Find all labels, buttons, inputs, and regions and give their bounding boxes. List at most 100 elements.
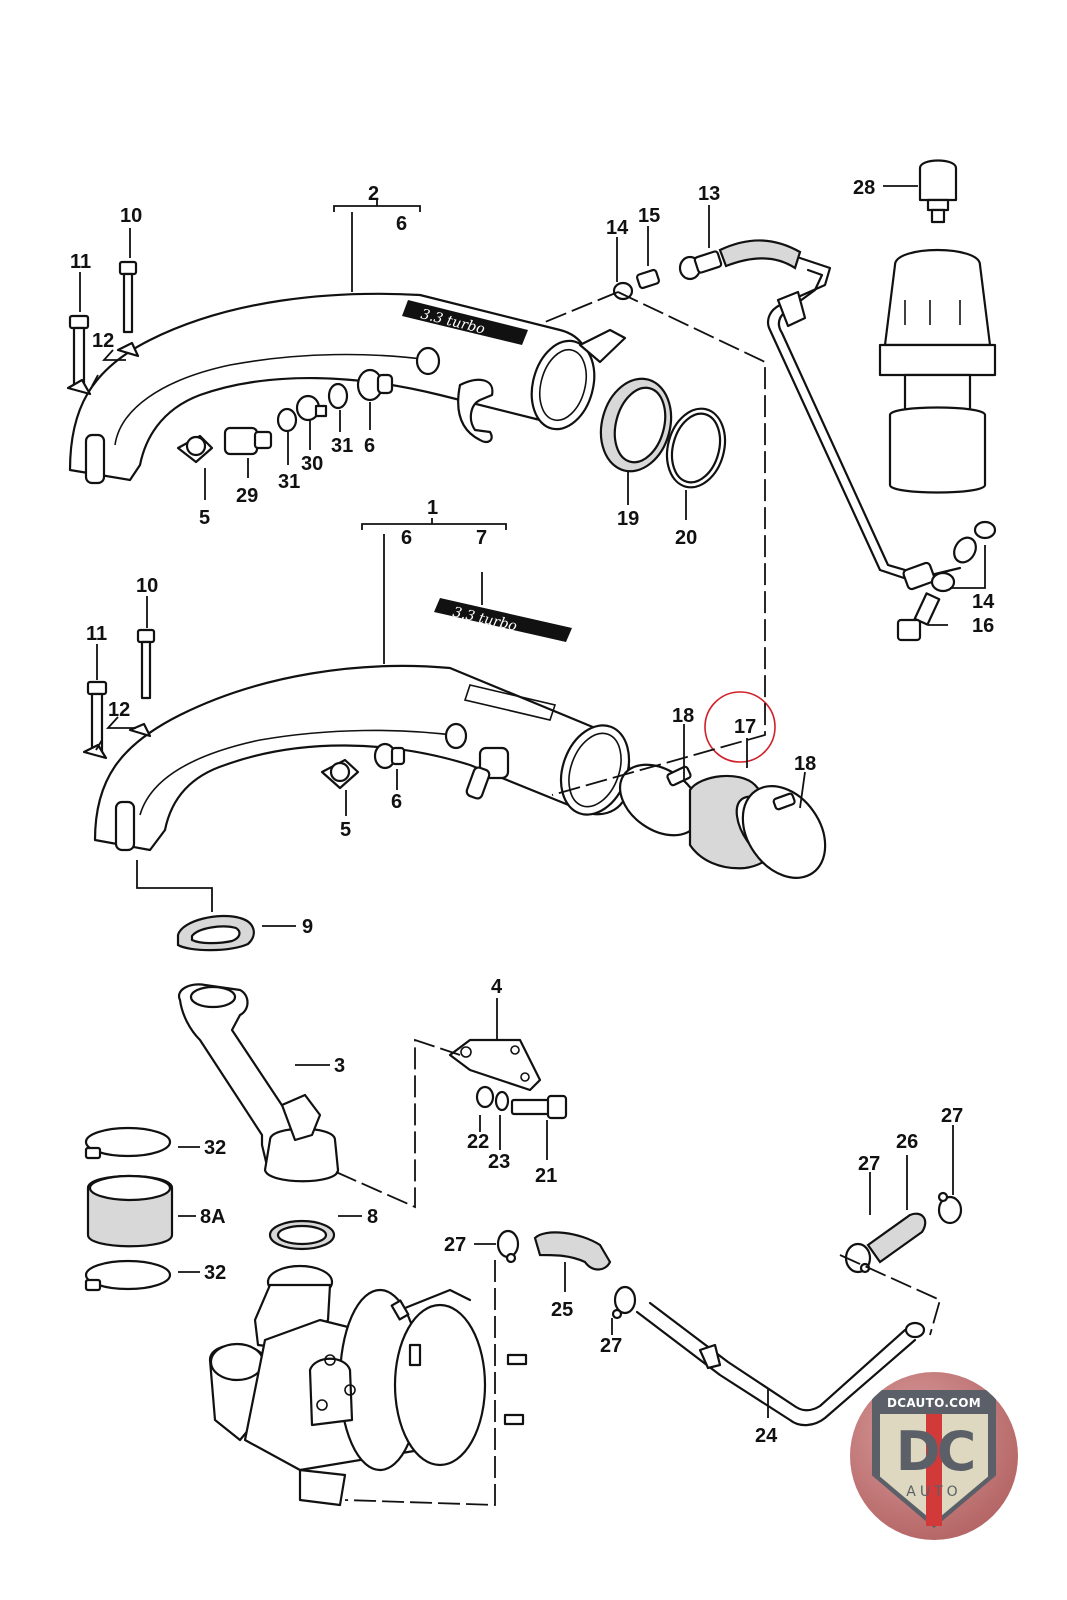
fitting-lower[interactable] (444, 722, 468, 750)
gasket-9[interactable] (176, 914, 255, 952)
sensor-5-upper[interactable] (176, 434, 214, 464)
clamp-27a[interactable] (496, 1229, 520, 1264)
callout-18-right[interactable]: 18 (794, 753, 816, 775)
callout-18-left[interactable]: 18 (672, 705, 694, 727)
washer-31a[interactable] (276, 407, 298, 433)
callout-4[interactable]: 4 (491, 976, 503, 998)
washer-14-upper[interactable] (612, 281, 634, 301)
breather-cap-28[interactable] (918, 159, 958, 224)
washer-12a-lower[interactable] (82, 743, 108, 760)
bolt-10-upper[interactable] (118, 260, 138, 334)
callout-9[interactable]: 9 (302, 916, 313, 938)
adapter-29[interactable] (223, 426, 273, 456)
callout-10-lower[interactable]: 10 (136, 575, 158, 597)
callout-11-lower[interactable]: 11 (86, 623, 107, 645)
callout-25[interactable]: 25 (551, 1299, 573, 1321)
banjo-bolt-15[interactable] (636, 268, 660, 290)
callout-2[interactable]: 2 (368, 183, 379, 205)
callout-8a[interactable]: 8A (200, 1206, 226, 1228)
callout-32-upper[interactable]: 32 (204, 1137, 226, 1159)
callout-16[interactable]: 16 (972, 615, 994, 637)
o-ring-20[interactable] (659, 402, 734, 494)
clamp-27c[interactable] (844, 1242, 872, 1274)
callout-1[interactable]: 1 (427, 497, 438, 519)
callout-23[interactable]: 23 (488, 1151, 510, 1173)
lock-washer-23[interactable] (494, 1090, 510, 1112)
gasket-8[interactable] (268, 1219, 336, 1251)
callout-32-lower[interactable]: 32 (204, 1262, 226, 1284)
callout-22[interactable]: 22 (467, 1131, 489, 1153)
clamp-18b[interactable] (726, 770, 842, 893)
washer-14b[interactable] (930, 571, 956, 593)
oil-line-13[interactable] (678, 239, 980, 591)
callout-8[interactable]: 8 (367, 1206, 378, 1228)
callout-6-plug-upper[interactable]: 6 (364, 435, 375, 457)
washer-12a-upper[interactable] (66, 378, 92, 396)
bracket-4[interactable] (448, 1038, 542, 1092)
callout-17[interactable]: 17 (734, 716, 756, 738)
elbow-upper[interactable] (457, 378, 494, 444)
callout-27-left[interactable]: 27 (444, 1234, 466, 1256)
callout-19[interactable]: 19 (617, 508, 639, 530)
intake-pipe-upper[interactable]: 3.3 turbo (68, 292, 627, 485)
callout-6-plug-lower[interactable]: 6 (391, 791, 402, 813)
clamp-32-lower[interactable] (84, 1259, 172, 1292)
hose-25[interactable] (533, 1231, 612, 1271)
callout-27-mid[interactable]: 27 (600, 1335, 622, 1357)
bolt-10-lower[interactable] (136, 628, 156, 700)
oil-tank-canister[interactable] (878, 248, 997, 494)
intake-pipe-lower[interactable] (93, 664, 641, 852)
clamp-32-upper[interactable] (84, 1126, 172, 1160)
washer-12b-upper[interactable] (116, 341, 140, 358)
callout-6-lower-group[interactable]: 6 (401, 527, 412, 549)
callout-27-far-right[interactable]: 27 (941, 1105, 963, 1127)
clamp-27b[interactable] (611, 1285, 637, 1320)
seal-19[interactable] (591, 371, 681, 479)
callout-13[interactable]: 13 (698, 183, 720, 205)
washer-12b-lower[interactable] (128, 722, 152, 738)
callout-5-upper[interactable]: 5 (199, 507, 210, 529)
sleeve-8a[interactable] (86, 1174, 174, 1248)
callout-5-lower[interactable]: 5 (340, 819, 351, 841)
elbow-lower[interactable] (465, 746, 510, 800)
bolt-21[interactable] (510, 1094, 568, 1120)
callout-12-lower[interactable]: 12 (108, 699, 130, 721)
callout-15[interactable]: 15 (638, 205, 660, 227)
bolt-11-lower[interactable] (86, 680, 108, 756)
washer-31b[interactable] (327, 382, 349, 410)
sensor-5-lower[interactable] (320, 758, 360, 790)
callout-6-upper-group[interactable]: 6 (396, 213, 407, 235)
callout-10-upper[interactable]: 10 (120, 205, 142, 227)
washer-22[interactable] (475, 1085, 495, 1109)
callout-27-right[interactable]: 27 (858, 1153, 880, 1175)
callout-30[interactable]: 30 (301, 453, 323, 475)
callout-31-right[interactable]: 31 (331, 435, 353, 457)
plug-6-lower[interactable] (373, 742, 406, 770)
callout-7[interactable]: 7 (476, 527, 487, 549)
plug-6-upper[interactable] (356, 368, 394, 402)
callout-28[interactable]: 28 (853, 177, 875, 199)
hose-26[interactable] (866, 1212, 927, 1264)
callout-24[interactable]: 24 (755, 1425, 778, 1447)
clamp-27d[interactable] (937, 1191, 963, 1225)
turbocharger[interactable] (208, 1264, 528, 1507)
banjo-bolt-16[interactable] (896, 592, 941, 642)
callout-20[interactable]: 20 (675, 527, 697, 549)
callout-29[interactable]: 29 (236, 485, 258, 507)
fitting-upper[interactable] (415, 346, 441, 376)
callout-31-left[interactable]: 31 (278, 471, 300, 493)
banjo-30[interactable] (295, 394, 328, 422)
bolt-11-upper[interactable] (68, 314, 90, 390)
callout-21[interactable]: 21 (535, 1165, 557, 1187)
callout-3[interactable]: 3 (334, 1055, 345, 1077)
callout-26[interactable]: 26 (896, 1131, 918, 1153)
washer-14a[interactable] (973, 520, 997, 540)
coolant-pipe-24[interactable] (635, 1301, 926, 1427)
turbo-badge-separate[interactable]: 3.3 turbo (434, 598, 572, 642)
callout-12-upper[interactable]: 12 (92, 330, 114, 352)
callout-labels: 2 6 10 11 12 5 29 31 30 31 6 14 15 13 28… (70, 177, 995, 1447)
callout-11-upper[interactable]: 11 (70, 251, 91, 273)
intake-elbow-3[interactable] (177, 983, 340, 1183)
callout-14-lower[interactable]: 14 (972, 591, 995, 613)
callout-14-upper[interactable]: 14 (606, 217, 629, 239)
